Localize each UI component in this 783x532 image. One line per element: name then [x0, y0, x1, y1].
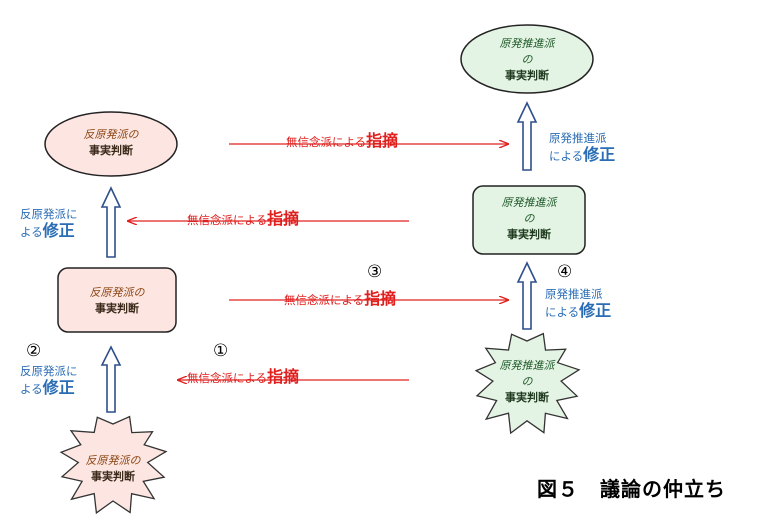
critique-label-3-emphasis: 指摘: [267, 209, 300, 228]
pro-correction-label-lower: 原発推進派 による修正: [545, 287, 611, 321]
critique-label-3: 無信念派による指摘: [187, 209, 299, 229]
step-marker-3: ③: [367, 262, 383, 282]
pro-middle-line2: の: [523, 211, 535, 225]
pro-initial-node: 原発推進派 の 事実判断: [487, 358, 567, 406]
critique-label-2-emphasis: 指摘: [364, 289, 397, 308]
pro-correction-upper-emphasis: 修正: [583, 145, 616, 165]
critique-label-3-prefix: 無信念派による: [187, 213, 268, 227]
pro-middle-line3: 事実判断: [507, 227, 551, 241]
anti-middle-node: 反原発派の 事実判断: [77, 285, 157, 317]
pro-middle-box: [472, 185, 586, 255]
anti-correction-arrow-upper: [100, 186, 122, 258]
anti-initial-starburst: [59, 415, 168, 515]
pro-correction-arrow-upper: [516, 101, 538, 171]
pro-top-line1: 原発推進派: [499, 37, 555, 50]
anti-correction-upper-emphasis: 修正: [42, 221, 75, 241]
pro-correction-upper-line1: 原発推進派: [549, 131, 607, 145]
step-marker-4: ④: [557, 262, 573, 282]
pro-top-ellipse: [460, 24, 594, 94]
critique-label-4-emphasis: 指摘: [366, 131, 399, 150]
pro-initial-line1: 原発推進派: [499, 359, 555, 372]
pro-top-line2: の: [521, 52, 533, 66]
anti-correction-lower-emphasis: 修正: [42, 378, 75, 398]
anti-correction-arrow-lower: [100, 345, 122, 413]
anti-initial-line2: 事実判断: [91, 469, 135, 483]
critique-label-2-prefix: 無信念派による: [284, 293, 365, 307]
anti-top-ellipse: [44, 111, 178, 177]
anti-top-node: 反原発派の 事実判断: [71, 127, 151, 159]
anti-correction-label-upper: 反原発派に よる修正: [20, 207, 78, 241]
pro-middle-line1: 原発推進派: [501, 196, 557, 209]
anti-top-line2: 事実判断: [89, 143, 133, 157]
anti-top-line1: 反原発派の: [83, 128, 139, 141]
critique-label-2: 無信念派による指摘: [284, 289, 396, 309]
critique-label-1-emphasis: 指摘: [267, 367, 300, 386]
anti-correction-upper-line1: 反原発派に: [20, 207, 78, 221]
critique-label-1: 無信念派による指摘: [187, 367, 299, 387]
anti-correction-upper-prefix: よる: [20, 225, 43, 240]
pro-correction-lower-emphasis: 修正: [579, 301, 612, 321]
anti-initial-line1: 反原発派の: [85, 454, 141, 467]
pro-top-node: 原発推進派 の 事実判断: [487, 36, 567, 84]
anti-middle-box: [57, 267, 177, 333]
pro-correction-upper-prefix: による: [549, 149, 584, 164]
critique-label-4: 無信念派による指摘: [286, 131, 398, 151]
pro-top-line3: 事実判断: [505, 68, 549, 82]
anti-correction-lower-line1: 反原発派に: [20, 364, 78, 378]
pro-initial-line3: 事実判断: [505, 390, 549, 404]
pro-correction-lower-line1: 原発推進派: [545, 287, 603, 301]
anti-initial-node: 反原発派の 事実判断: [73, 453, 153, 485]
figure-title: 図５ 議論の仲立ち: [537, 477, 726, 501]
anti-correction-lower-prefix: よる: [20, 382, 43, 397]
step-marker-1: ①: [213, 341, 229, 361]
critique-label-1-prefix: 無信念派による: [187, 371, 268, 385]
anti-middle-line2: 事実判断: [95, 301, 139, 315]
pro-initial-line2: の: [521, 374, 533, 388]
pro-middle-node: 原発推進派 の 事実判断: [489, 195, 569, 243]
pro-correction-lower-prefix: による: [545, 305, 580, 320]
pro-correction-arrow-lower: [516, 261, 538, 330]
step-marker-2: ②: [26, 341, 42, 361]
critique-label-4-prefix: 無信念派による: [286, 135, 367, 149]
anti-correction-label-lower: 反原発派に よる修正: [20, 364, 78, 398]
pro-correction-label-upper: 原発推進派 による修正: [549, 131, 615, 165]
anti-middle-line1: 反原発派の: [89, 286, 145, 299]
pro-initial-starburst: [474, 332, 581, 435]
